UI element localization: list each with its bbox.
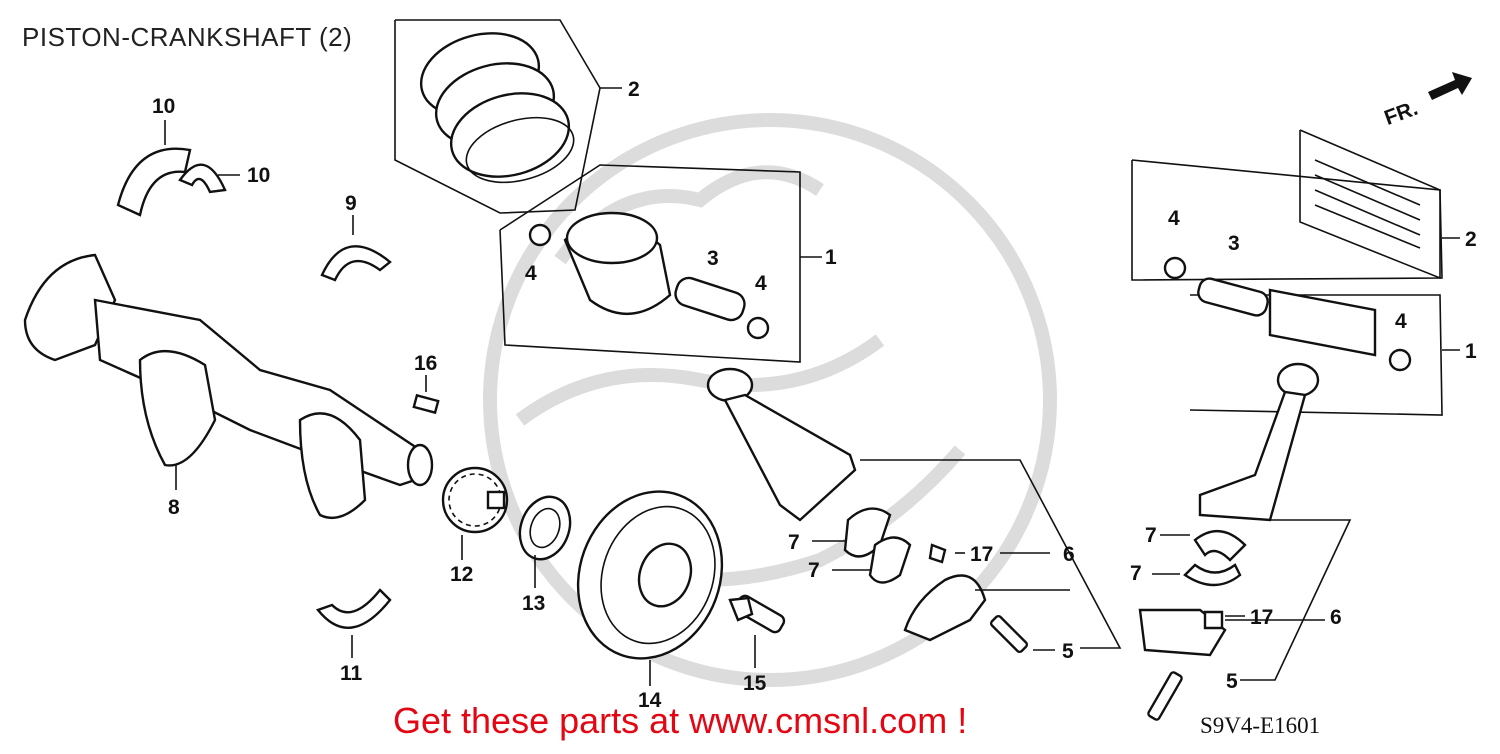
crankshaft[interactable] [23,253,434,520]
crankshaft-pulley[interactable] [555,471,745,679]
connecting-rod-right[interactable] [1138,362,1320,721]
callout-5: 5 [1226,670,1238,693]
promo-link[interactable]: Get these parts at www.cmsnl.com ! [393,700,968,741]
callout-7: 7 [1145,524,1157,547]
callout-3: 3 [1228,232,1240,255]
callout-13: 13 [522,592,545,615]
callout-4: 4 [525,262,537,285]
front-indicator: FR. [1381,97,1421,130]
callout-17: 17 [1250,606,1273,629]
callout-16: 16 [414,352,437,375]
callout-10: 10 [247,164,270,187]
callout-9: 9 [345,192,357,215]
callout-3: 3 [707,247,719,270]
callout-11: 11 [340,662,363,685]
callout-6: 6 [1063,543,1075,566]
piston-rings-left[interactable] [394,19,601,214]
callout-2: 2 [628,78,640,101]
piston-assembly-right[interactable] [1131,129,1443,416]
callout-7: 7 [1130,562,1142,585]
callout-4: 4 [755,272,767,295]
piston-assembly-left[interactable] [499,164,801,363]
thrust-washers[interactable] [116,147,227,217]
front-arrow-icon [1428,72,1472,100]
callout-6: 6 [1330,606,1342,629]
diagram-code: S9V4-E1601 [1200,713,1321,738]
callout-2: 2 [1465,228,1477,251]
main-bearing-upper[interactable] [320,245,392,282]
main-bearing-lower[interactable] [316,588,392,629]
connecting-rod-left[interactable] [706,367,1029,654]
callout-7: 7 [808,559,820,582]
callout-10: 10 [152,95,175,118]
oil-seal[interactable] [512,490,579,567]
callout-1: 1 [1465,340,1477,363]
timing-sprocket[interactable] [441,466,509,534]
page-title: PISTON-CRANKSHAFT (2) [22,22,353,52]
callout-5: 5 [1062,640,1074,663]
callout-7: 7 [788,531,800,554]
callout-17: 17 [970,543,993,566]
watermark-logo [483,113,1057,687]
callout-15: 15 [743,672,767,695]
callout-12: 12 [450,563,473,586]
callout-4: 4 [1395,310,1407,333]
crank-key[interactable] [412,393,440,415]
callout-1: 1 [825,246,837,269]
callout-4: 4 [1168,207,1180,230]
callout-8: 8 [168,496,180,519]
pulley-bolt[interactable] [728,594,786,635]
callout-14: 14 [638,689,662,712]
